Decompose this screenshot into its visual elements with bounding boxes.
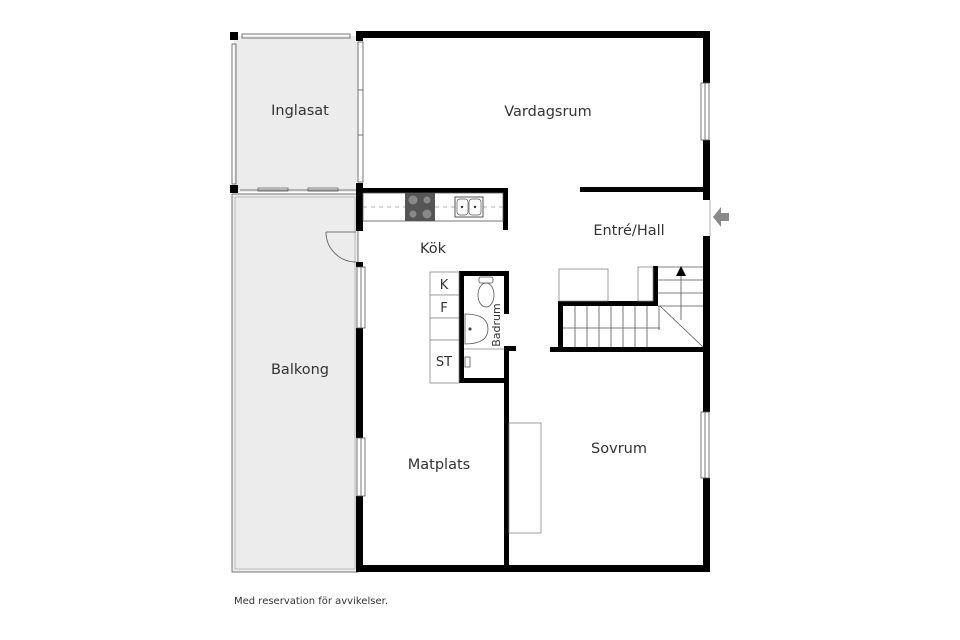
cabinet-label-f: F [440,301,447,316]
exterior-walls [356,31,710,572]
cabinet-label-k: K [440,278,449,293]
room-label-vardagsrum: Vardagsrum [504,104,592,120]
entrance-arrow-icon [709,200,729,236]
room-label-kok: Kök [420,241,447,257]
interior-walls [356,187,708,572]
room-label-entre-hall: Entré/Hall [593,223,664,239]
room-label-sovrum: Sovrum [591,441,647,457]
toilet-icon [477,276,495,308]
room-label-matplats: Matplats [408,457,470,473]
faucet-icon [464,356,471,368]
windows [356,82,710,497]
room-label-inglasat: Inglasat [271,103,329,119]
inglasat-area [230,32,364,193]
disclaimer-text: Med reservation för avvikelser. [234,596,388,607]
room-label-badrum: Badrum [490,303,503,346]
wardrobe [508,422,542,534]
bathroom-fixtures [464,276,504,368]
kitchen-cabinets [429,271,460,384]
cabinet-label-st: ST [436,355,452,370]
washbasin-icon [464,313,489,345]
staircase [558,266,704,348]
room-label-balkong: Balkong [271,362,329,378]
stair-direction-arrow-icon [676,266,686,276]
stove-icon [405,193,435,221]
balkong-area [231,193,359,573]
sink-icon [454,196,484,218]
kitchen-counter [362,192,504,222]
